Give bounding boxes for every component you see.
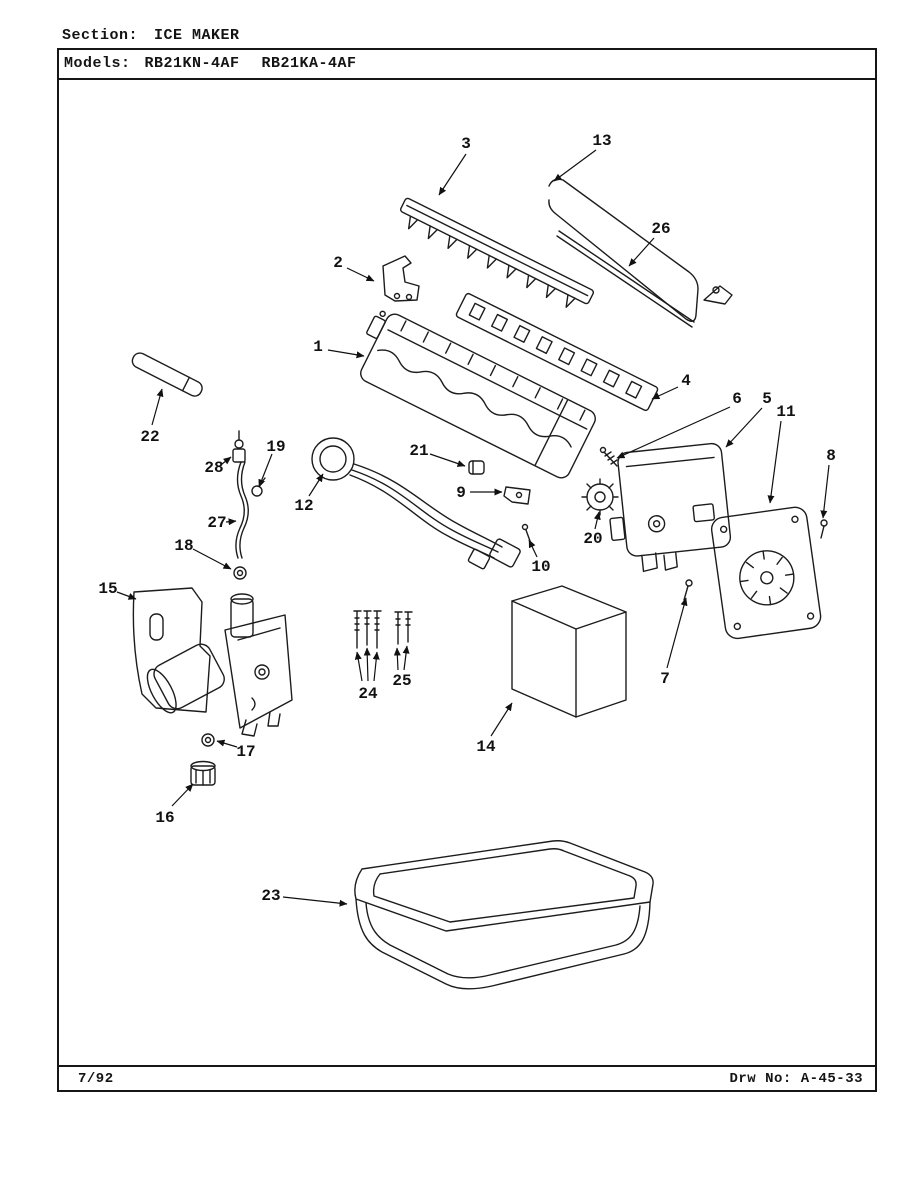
callout-4: 4 bbox=[681, 372, 691, 390]
callout-24: 24 bbox=[358, 685, 378, 703]
part-3-stripper bbox=[400, 197, 594, 308]
part-13-shutoff-arm bbox=[548, 178, 699, 322]
part-22-tube bbox=[131, 352, 203, 397]
part-8-screw bbox=[820, 519, 828, 539]
callout-13: 13 bbox=[592, 132, 611, 150]
model-number-2: RB21KA-4AF bbox=[261, 55, 357, 72]
footer-row: 7/92 Drw No: A-45-33 bbox=[59, 1065, 875, 1090]
section-header: Section: ICE MAKER bbox=[62, 27, 240, 44]
callout-9: 9 bbox=[456, 484, 466, 502]
callout-3: 3 bbox=[461, 135, 471, 153]
part-2-bracket bbox=[382, 255, 420, 302]
leader-lines bbox=[116, 149, 830, 907]
model-number-1: RB21KN-4AF bbox=[144, 55, 240, 72]
callout-14: 14 bbox=[476, 738, 496, 756]
callout-18: 18 bbox=[174, 537, 193, 555]
callout-15: 15 bbox=[98, 580, 117, 598]
part-17-grommet bbox=[201, 733, 215, 747]
section-label: Section: bbox=[62, 27, 139, 44]
callout-1: 1 bbox=[313, 338, 323, 356]
part-20-coupler bbox=[581, 478, 619, 516]
callout-numbers: 1 2 3 4 5 6 7 8 9 10 11 12 13 14 15 16 1… bbox=[98, 132, 835, 905]
part-15-bracket bbox=[132, 587, 211, 713]
drawing-number-value: A-45-33 bbox=[800, 1070, 863, 1087]
callout-28: 28 bbox=[204, 459, 223, 477]
part-19-clamp bbox=[251, 477, 266, 497]
part-7-screw bbox=[683, 579, 693, 601]
part-16-coupling bbox=[190, 760, 216, 786]
part-25-screws bbox=[394, 611, 413, 645]
part-28-inlet-fitting bbox=[232, 430, 246, 463]
part-21-spacer bbox=[468, 460, 485, 475]
callout-21: 21 bbox=[409, 442, 428, 460]
callout-26: 26 bbox=[651, 220, 670, 238]
callout-5: 5 bbox=[762, 390, 772, 408]
part-27-water-tube bbox=[235, 461, 249, 559]
callout-11: 11 bbox=[776, 403, 795, 421]
part-4-slotted-rail bbox=[455, 292, 659, 412]
callout-12: 12 bbox=[294, 497, 313, 515]
callout-19: 19 bbox=[266, 438, 285, 456]
part-14-cover bbox=[511, 585, 627, 718]
part-24-screws bbox=[353, 610, 382, 649]
part-1-mold-assembly bbox=[360, 310, 596, 479]
models-label: Models: bbox=[64, 55, 131, 72]
callout-25: 25 bbox=[392, 672, 411, 690]
part-6-screw bbox=[599, 446, 618, 467]
callout-16: 16 bbox=[155, 809, 174, 827]
callout-23: 23 bbox=[261, 887, 280, 905]
auger-motor-assembly bbox=[146, 593, 293, 737]
footer-date: 7/92 bbox=[78, 1070, 114, 1087]
part-18-fitting bbox=[233, 566, 247, 580]
drawing-number-label: Drw No: bbox=[729, 1070, 792, 1087]
callout-27: 27 bbox=[207, 514, 226, 532]
diagram-frame: Models: RB21KN-4AF RB21KA-4AF 7/92 Drw No:… bbox=[57, 48, 877, 1092]
callout-7: 7 bbox=[660, 670, 670, 688]
callout-20: 20 bbox=[583, 530, 602, 548]
callout-22: 22 bbox=[140, 428, 159, 446]
motor-module-housing bbox=[609, 442, 732, 573]
part-9-bracket bbox=[503, 486, 531, 505]
section-title: ICE MAKER bbox=[154, 27, 240, 44]
part-23-ice-bin bbox=[354, 840, 654, 990]
callout-10: 10 bbox=[531, 558, 550, 576]
part-10-screw bbox=[521, 523, 531, 542]
callout-6: 6 bbox=[732, 390, 742, 408]
part-26-rod bbox=[556, 230, 733, 328]
models-row: Models: RB21KN-4AF RB21KA-4AF bbox=[59, 50, 875, 80]
footer-drawing-number: Drw No: A-45-33 bbox=[729, 1071, 863, 1087]
callout-17: 17 bbox=[236, 743, 255, 761]
callout-2: 2 bbox=[333, 254, 343, 272]
support-plate bbox=[710, 506, 822, 640]
part-12-harness-cap bbox=[311, 437, 521, 570]
callout-8: 8 bbox=[826, 447, 836, 465]
